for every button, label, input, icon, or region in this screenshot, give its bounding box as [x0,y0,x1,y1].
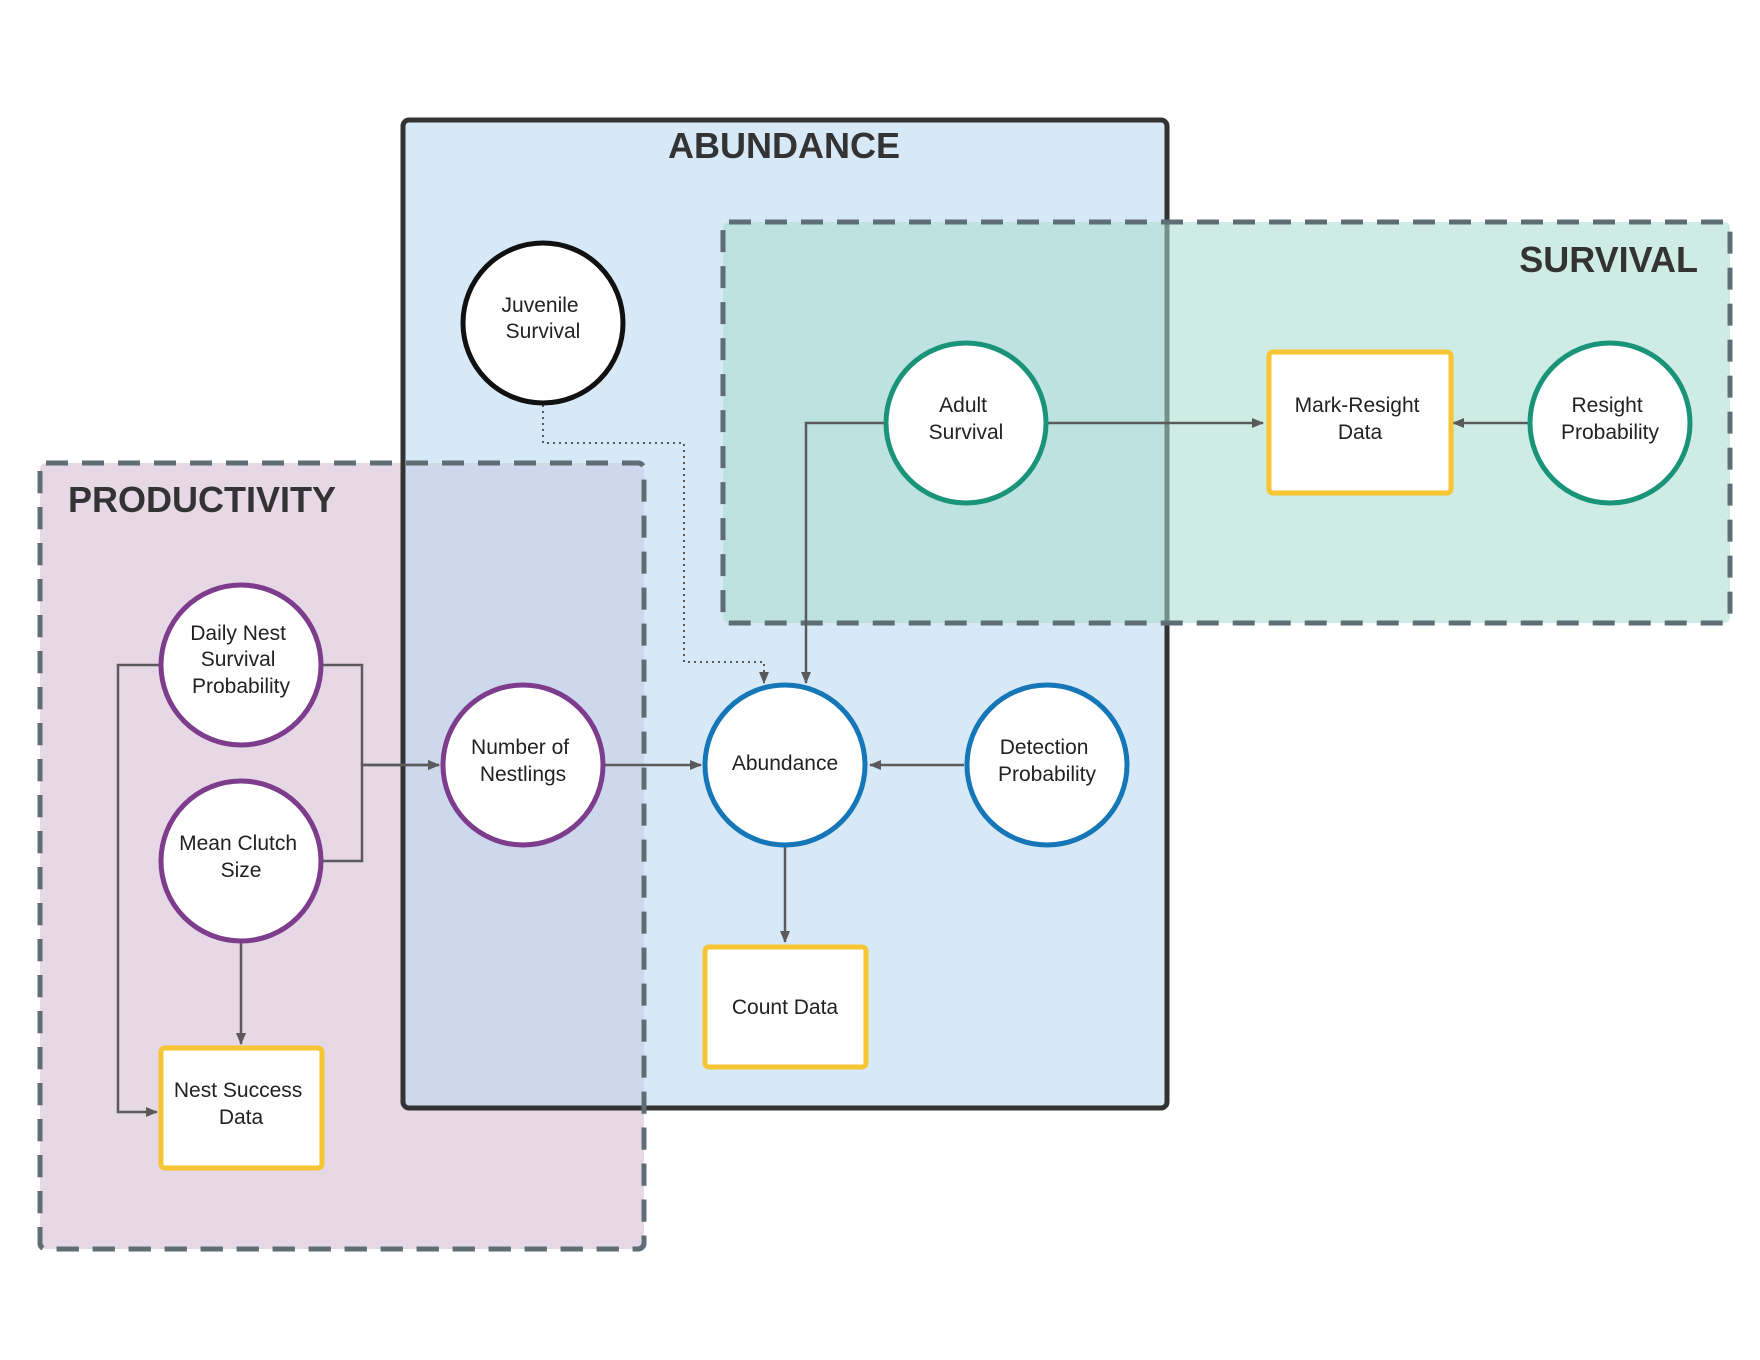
productivity-title: PRODUCTIVITY [68,479,336,520]
abundance-circle [702,682,868,848]
nest-success-data-node: Nest Success Data [158,1045,325,1171]
nest-success-data-box [158,1045,325,1171]
juvenile-survival-node: Juvenile Survival [460,240,626,406]
mean-clutch-size-label-2: Size [221,859,262,882]
count-data-box [702,944,869,1070]
count-data-node: Count Data [702,944,869,1070]
daily-nest-survival-label-1: Daily Nest [190,622,286,645]
abundance-title: ABUNDANCE [668,125,900,166]
svg-text:Nest Success Data: Nest Success Data [174,1079,308,1129]
resight-probability-circle [1527,340,1693,506]
mean-clutch-size-circle [158,778,324,944]
mark-resight-data-node: Mark-Resight Data [1266,349,1454,496]
mark-resight-data-label-1: Mark-Resight [1295,394,1420,417]
abundance-node: Abundance [702,682,868,848]
svg-text:Resight Probability: Resight Probability [1561,394,1660,444]
adult-survival-label-2: Survival [929,421,1004,444]
nest-success-data-label-1: Nest Success [174,1079,302,1102]
edge-daily-nest-to-nest-success [116,663,160,1117]
daily-nest-survival-node: Daily Nest Survival Probability [158,582,324,748]
juvenile-survival-label-1: Juvenile [502,294,579,317]
svg-text:Juvenile Survival: Juvenile Survival [502,294,585,343]
adult-survival-circle [883,340,1049,506]
svg-text:Number of Nestlings: Number of Nestlings [471,736,575,786]
number-of-nestlings-circle [440,682,606,848]
detection-probability-label-1: Detection [1000,736,1089,759]
daily-nest-survival-circle [158,582,324,748]
mean-clutch-size-node: Mean Clutch Size [158,778,324,944]
daily-nest-survival-label-3: Probability [192,675,291,698]
survival-title: SURVIVAL [1519,239,1698,280]
resight-probability-label-2: Probability [1561,421,1660,444]
mark-resight-data-label-2: Data [1338,421,1383,444]
juvenile-survival-label-2: Survival [506,320,581,343]
resight-probability-node: Resight Probability [1527,340,1693,506]
juvenile-survival-circle [460,240,626,406]
edge-clutch-to-nestlings [323,760,440,863]
svg-text:Detection Probability: Detection Probability [998,736,1097,786]
mean-clutch-size-label-1: Mean Clutch [179,832,297,855]
svg-text:Mark-Resight Data: Mark-Resight Data [1295,394,1426,444]
detection-probability-circle [964,682,1130,848]
svg-text:Daily Nest Survival: Daily Nest Survival Probability [190,622,292,698]
count-data-label-1: Count Data [732,996,839,1019]
edges [116,405,1528,1117]
adult-survival-node: Adult Survival [883,340,1049,506]
number-of-nestlings-label-1: Number of [471,736,569,759]
number-of-nestlings-label-2: Nestlings [480,763,566,786]
detection-probability-node: Detection Probability [964,682,1130,848]
svg-text:Adult Survival: Adult Survival [929,394,1004,444]
edge-juvenile-to-abundance [542,405,769,684]
resight-probability-label-1: Resight [1571,394,1642,417]
abundance-label-1: Abundance [732,752,838,775]
svg-text:Mean Clutch Size: Mean Clutch Size [179,832,303,882]
detection-probability-label-2: Probability [998,763,1097,786]
svg-text:Count Data: Count Data [732,996,839,1019]
mark-resight-data-box [1266,349,1454,496]
adult-survival-label-1: Adult [939,394,987,417]
edge-adult-survival-to-abundance [801,421,885,684]
svg-text:Abundance: Abundance [732,752,838,775]
number-of-nestlings-node: Number of Nestlings [440,682,606,848]
nest-success-data-label-2: Data [219,1106,264,1129]
daily-nest-survival-label-2: Survival [201,648,276,671]
productivity-border-overlay [37,460,647,1252]
